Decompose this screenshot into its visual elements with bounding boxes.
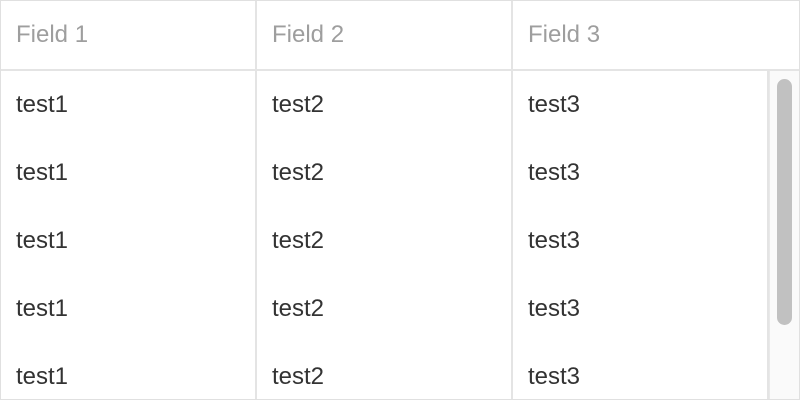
table-cell[interactable]: test1 xyxy=(1,275,257,343)
table-cell[interactable]: test3 xyxy=(513,139,769,207)
column-header-field-3[interactable]: Field 3 xyxy=(513,1,799,69)
table-cell[interactable]: test3 xyxy=(513,207,769,275)
column-header-label: Field 3 xyxy=(528,21,601,48)
table-row[interactable]: test1 test2 test3 xyxy=(1,71,769,139)
table-cell[interactable]: test2 xyxy=(257,71,513,139)
table-cell[interactable]: test3 xyxy=(513,275,769,343)
grid-header: Field 1 Field 2 Field 3 xyxy=(1,1,799,71)
scrollbar-thumb[interactable] xyxy=(777,79,792,325)
column-header-field-1[interactable]: Field 1 xyxy=(1,1,257,69)
grid-body[interactable]: test1 test2 test3 test1 test2 test3 test… xyxy=(1,71,769,399)
table-row[interactable]: test1 test2 test3 xyxy=(1,207,769,275)
column-header-label: Field 1 xyxy=(16,21,89,48)
table-cell[interactable]: test1 xyxy=(1,139,257,207)
column-header-field-2[interactable]: Field 2 xyxy=(257,1,513,69)
table-cell[interactable]: test1 xyxy=(1,343,257,399)
table-row[interactable]: test1 test2 test3 xyxy=(1,139,769,207)
table-cell[interactable]: test2 xyxy=(257,275,513,343)
table-cell[interactable]: test1 xyxy=(1,71,257,139)
table-row[interactable]: test1 test2 test3 xyxy=(1,343,769,399)
table-cell[interactable]: test1 xyxy=(1,207,257,275)
vertical-scrollbar[interactable] xyxy=(769,71,799,399)
column-header-label: Field 2 xyxy=(272,21,345,48)
table-cell[interactable]: test3 xyxy=(513,71,769,139)
table-cell[interactable]: test2 xyxy=(257,343,513,399)
table-cell[interactable]: test2 xyxy=(257,207,513,275)
table-cell[interactable]: test3 xyxy=(513,343,769,399)
table-row[interactable]: test1 test2 test3 xyxy=(1,275,769,343)
table-cell[interactable]: test2 xyxy=(257,139,513,207)
